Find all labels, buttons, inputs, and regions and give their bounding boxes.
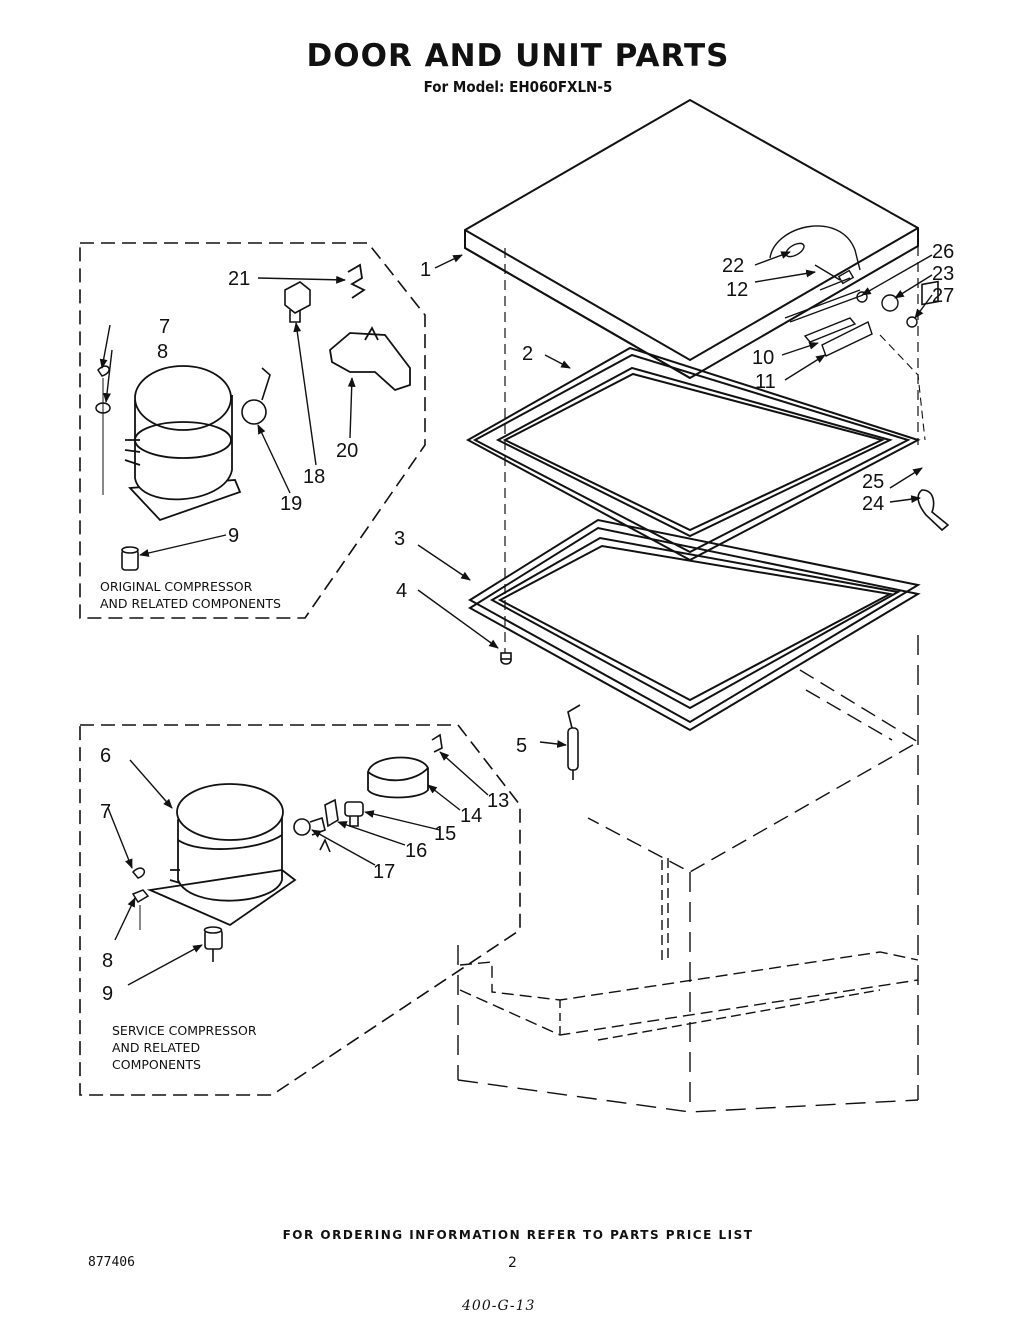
callout-3: 3 bbox=[394, 528, 405, 550]
terminal-cover bbox=[329, 326, 411, 392]
start-capacitor bbox=[344, 801, 364, 827]
overload-protector bbox=[241, 367, 271, 425]
callout-26: 26 bbox=[932, 241, 954, 263]
original-compressor-label: ORIGINAL COMPRESSOR AND RELATED COMPONEN… bbox=[100, 579, 281, 611]
service-compressor-label: SERVICE COMPRESSOR AND RELATED COMPONENT… bbox=[112, 1023, 257, 1072]
clip bbox=[97, 365, 110, 377]
callout-9: 9 bbox=[228, 525, 239, 547]
callout-6: 6 bbox=[100, 745, 111, 767]
door-gasket bbox=[465, 346, 921, 562]
callout-11: 11 bbox=[755, 371, 776, 393]
callout-1: 1 bbox=[420, 259, 431, 281]
relay bbox=[284, 281, 311, 323]
callout-10: 10 bbox=[752, 347, 774, 369]
door-handle bbox=[917, 489, 950, 532]
washer bbox=[131, 889, 150, 904]
callout-12: 12 bbox=[726, 279, 748, 301]
relay-cover bbox=[367, 756, 429, 799]
original-compressor bbox=[124, 365, 242, 522]
callout-22: 22 bbox=[722, 255, 744, 277]
handwritten-note: 400-G-13 bbox=[462, 1298, 536, 1314]
screw bbox=[500, 652, 512, 665]
document-number: 877406 bbox=[88, 1255, 135, 1270]
callout-16: 16 bbox=[405, 840, 427, 862]
cabinet bbox=[457, 635, 920, 1113]
callout-20: 20 bbox=[336, 440, 358, 462]
callout-23: 23 bbox=[932, 263, 954, 285]
capillary-tube bbox=[567, 704, 581, 780]
service-compressor bbox=[146, 783, 297, 927]
leader-lines bbox=[99, 251, 933, 986]
callout-14: 14 bbox=[460, 805, 482, 827]
bracket-clip bbox=[347, 263, 366, 299]
original-compressor-box bbox=[79, 242, 426, 619]
callout-2: 2 bbox=[522, 343, 533, 365]
callout-labels: 1 2 3 4 5 6 7 8 9 10 11 12 13 14 15 16 1… bbox=[100, 241, 954, 1005]
callout-7: 7 bbox=[100, 801, 111, 823]
door-liner bbox=[468, 518, 921, 732]
callout-4: 4 bbox=[396, 580, 407, 602]
clip bbox=[131, 867, 146, 879]
relay-service bbox=[319, 798, 339, 853]
grommet bbox=[121, 546, 139, 571]
page-number: 2 bbox=[508, 1255, 517, 1271]
overload-protector bbox=[293, 816, 326, 836]
callout-8: 8 bbox=[157, 341, 168, 363]
callout-13: 13 bbox=[487, 790, 509, 812]
callout-25: 25 bbox=[862, 471, 884, 493]
page-title: DOOR AND UNIT PARTS bbox=[306, 38, 730, 74]
callout-5: 5 bbox=[516, 735, 527, 757]
hinge-bracket bbox=[921, 280, 939, 306]
callout-17: 17 bbox=[373, 861, 395, 883]
model-subtitle: For Model: EH060FXLN-5 bbox=[423, 78, 613, 96]
door-latch-hardware bbox=[769, 225, 918, 357]
callout-27: 27 bbox=[932, 285, 954, 307]
door-panel bbox=[464, 98, 919, 380]
callout-19: 19 bbox=[280, 493, 302, 515]
callout-15: 15 bbox=[434, 823, 456, 845]
callout-24: 24 bbox=[862, 493, 884, 515]
service-compressor-box bbox=[79, 724, 521, 1096]
retainer-clip bbox=[431, 733, 443, 753]
grommet bbox=[203, 926, 223, 962]
callout-7: 7 bbox=[159, 316, 170, 338]
callout-21: 21 bbox=[228, 268, 250, 290]
callout-9: 9 bbox=[102, 983, 113, 1005]
callout-8: 8 bbox=[102, 950, 113, 972]
ordering-note: FOR ORDERING INFORMATION REFER TO PARTS … bbox=[282, 1228, 754, 1242]
callout-18: 18 bbox=[303, 466, 325, 488]
